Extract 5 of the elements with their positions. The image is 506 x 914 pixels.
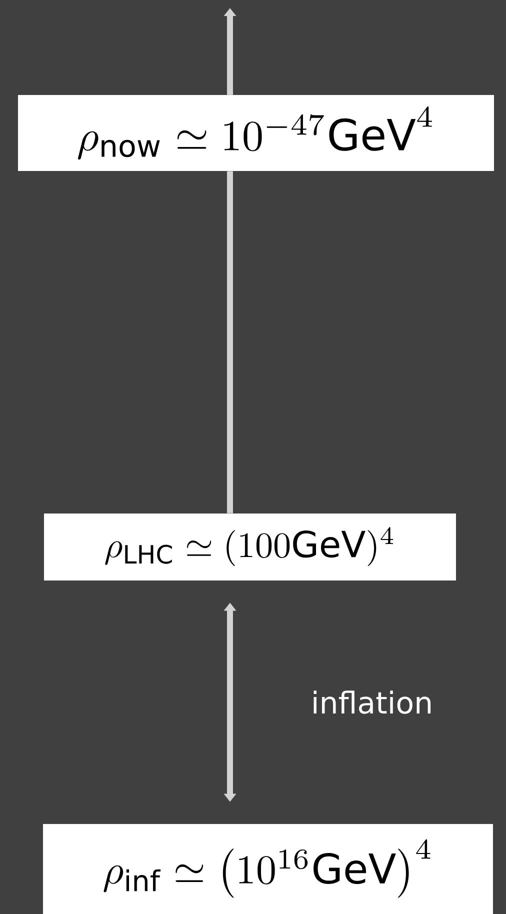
- connector-line: [227, 171, 233, 514]
- formula-box: $\rho_{\rm now} \simeq 10^{-47}{\rm GeV}^4$: [18, 95, 494, 172]
- formula-box: $\rho_{\rm LHC} \simeq (100{\rm GeV})^4$: [44, 514, 456, 580]
- edge-label: inflation: [314, 690, 431, 714]
- formula-box: $\rho_{\rm inf} \simeq \left(10^{16}{\rm GeV}\right)^4$: [43, 824, 493, 914]
